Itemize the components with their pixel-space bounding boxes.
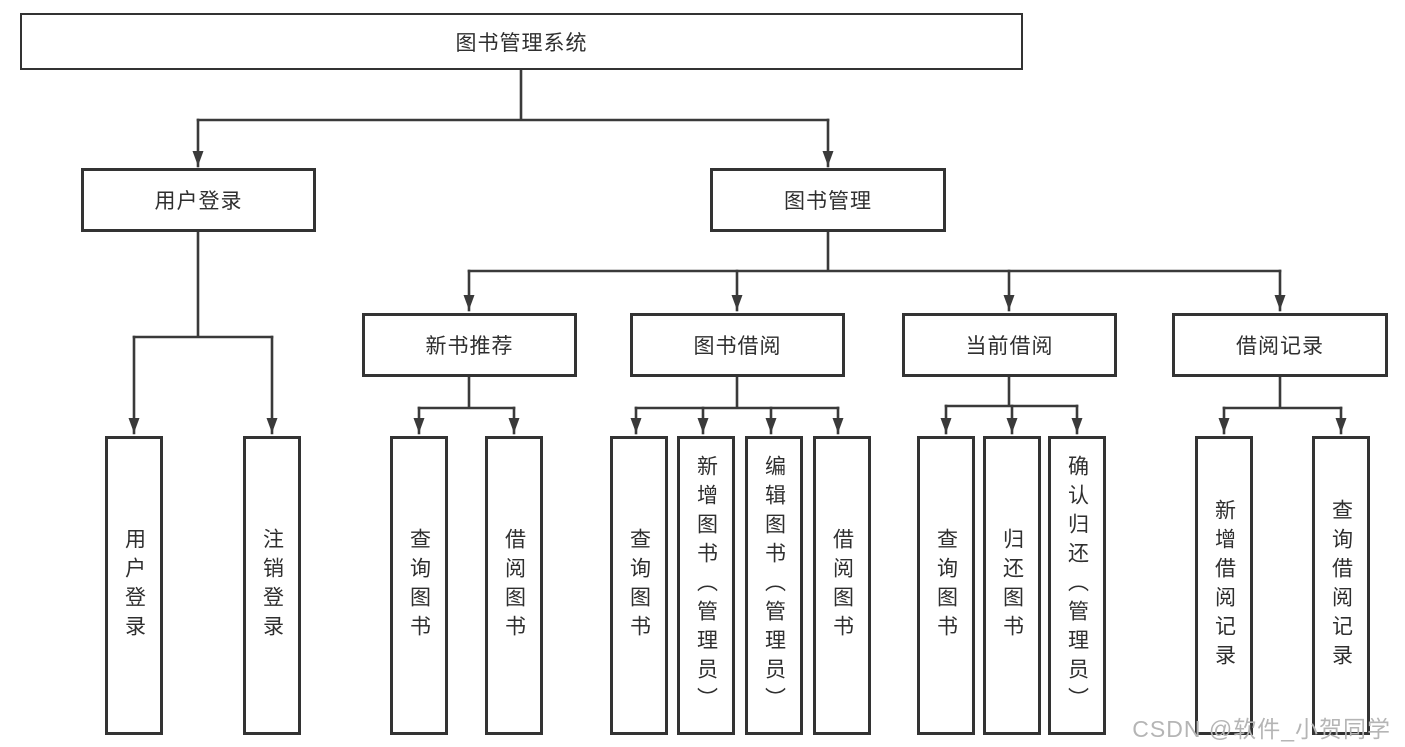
connector-current-borrow-trunk xyxy=(944,375,1079,408)
leaf-newbook-query-books: 查询图书 xyxy=(390,436,448,735)
connector-group xyxy=(128,68,1347,435)
leaf-record-add-borrow-record: 新增借阅记录 xyxy=(1195,436,1253,735)
leaf-borrow-borrow-books-label: 借阅图书 xyxy=(830,527,854,644)
leaf-record-query-borrow-record: 查询借阅记录 xyxy=(1312,436,1370,735)
node-borrow-record: 借阅记录 xyxy=(1172,313,1388,377)
leaf-record-query-borrow-record-label: 查询借阅记录 xyxy=(1329,498,1353,673)
node-system-root: 图书管理系统 xyxy=(20,13,1023,70)
leaf-borrow-edit-books-admin: 编辑图书（管理员） xyxy=(745,436,803,735)
connector-new-book-rec-trunk xyxy=(417,375,516,410)
leaf-logout: 注销登录 xyxy=(243,436,301,735)
node-user-login: 用户登录 xyxy=(81,168,316,232)
leaf-newbook-borrow-books: 借阅图书 xyxy=(485,436,543,735)
node-user-login-label: 用户登录 xyxy=(154,190,243,213)
leaf-borrow-query-books: 查询图书 xyxy=(610,436,668,735)
connector-book-borrow-trunk xyxy=(634,375,840,410)
leaf-borrow-add-books-admin-label: 新增图书（管理员） xyxy=(694,455,718,716)
leaf-borrow-add-books-admin: 新增图书（管理员） xyxy=(677,436,735,735)
leaf-newbook-borrow-books-label: 借阅图书 xyxy=(502,527,526,644)
leaf-borrow-edit-books-admin-label: 编辑图书（管理员） xyxy=(762,455,786,716)
leaf-record-add-borrow-record-label: 新增借阅记录 xyxy=(1212,498,1236,673)
node-book-borrow: 图书借阅 xyxy=(630,313,845,377)
connector-book-management-trunk xyxy=(467,230,1282,273)
node-new-book-recommend: 新书推荐 xyxy=(362,313,577,377)
connector-borrow-record-trunk xyxy=(1222,375,1343,410)
leaf-user-login: 用户登录 xyxy=(105,436,163,735)
node-book-borrow-label: 图书借阅 xyxy=(693,335,782,358)
csdn-watermark: CSDN @软件_小贺同学 xyxy=(1132,716,1391,742)
connector-root-trunk xyxy=(196,68,830,122)
node-system-root-label: 图书管理系统 xyxy=(455,31,588,55)
leaf-current-confirm-return-admin: 确认归还（管理员） xyxy=(1048,436,1106,735)
leaf-current-confirm-return-admin-label: 确认归还（管理员） xyxy=(1065,455,1089,716)
leaf-newbook-query-books-label: 查询图书 xyxy=(407,527,431,644)
node-new-book-recommend-label: 新书推荐 xyxy=(425,335,514,358)
connector-user-login-trunk xyxy=(132,230,274,339)
node-borrow-record-label: 借阅记录 xyxy=(1236,335,1324,358)
node-current-borrow-label: 当前借阅 xyxy=(965,335,1054,358)
leaf-current-return-books: 归还图书 xyxy=(983,436,1041,735)
leaf-current-return-books-label: 归还图书 xyxy=(1000,527,1024,644)
leaf-borrow-borrow-books: 借阅图书 xyxy=(813,436,871,735)
leaf-current-query-books-label: 查询图书 xyxy=(934,527,958,644)
leaf-logout-label: 注销登录 xyxy=(260,527,284,644)
node-book-management: 图书管理 xyxy=(710,168,946,232)
leaf-user-login-label: 用户登录 xyxy=(122,527,146,644)
node-book-management-label: 图书管理 xyxy=(784,190,872,213)
node-current-borrow: 当前借阅 xyxy=(902,313,1117,377)
leaf-borrow-query-books-label: 查询图书 xyxy=(627,527,651,644)
leaf-current-query-books: 查询图书 xyxy=(917,436,975,735)
